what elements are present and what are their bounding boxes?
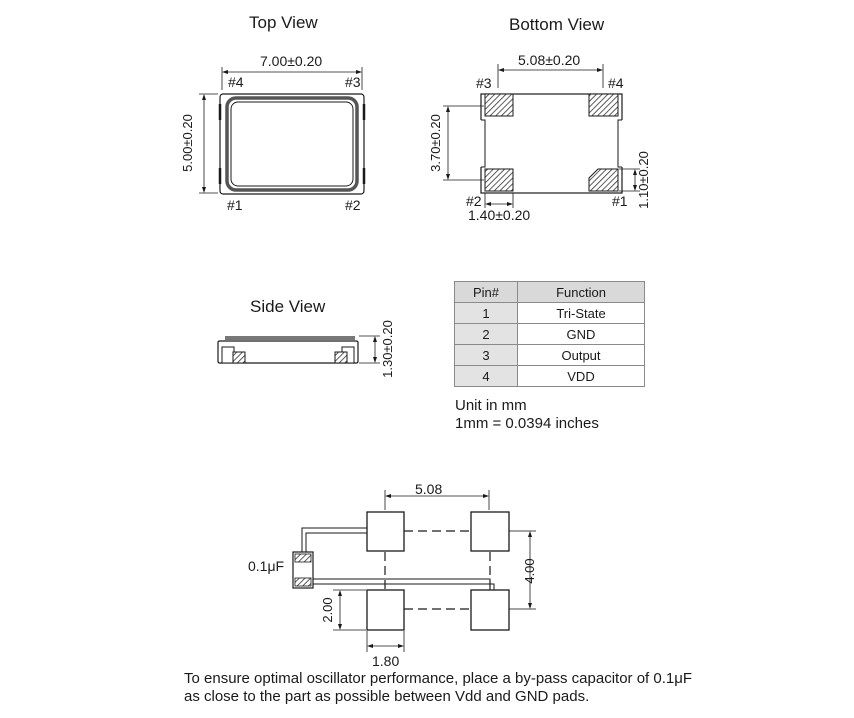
pin-cell: 1 — [454, 302, 518, 324]
function-cell: Tri-State — [517, 302, 645, 324]
side-height-dimension: 1.30±0.20 — [380, 320, 395, 378]
table-row: 3 Output — [454, 344, 645, 366]
pin-cell: 3 — [454, 344, 518, 366]
pin-cell: 4 — [454, 365, 518, 387]
top-pin-4-label: #4 — [228, 74, 244, 90]
function-cell: VDD — [517, 365, 645, 387]
bottom-pin-4-label: #4 — [608, 75, 624, 91]
table-row: 4 VDD — [454, 365, 645, 387]
bottom-pad-height-dimension: 1.10±0.20 — [636, 151, 651, 209]
footnote-line-2: as close to the part as possible between… — [184, 688, 590, 705]
table-header-row: Pin# Function — [454, 281, 645, 303]
table-row: 2 GND — [454, 323, 645, 345]
top-pin-1-label: #1 — [227, 197, 243, 213]
header-function: Function — [517, 281, 645, 303]
unit-note: Unit in mm — [455, 397, 527, 414]
side-view-drawing — [217, 335, 380, 364]
top-width-dimension: 7.00±0.20 — [260, 53, 323, 69]
bottom-pin-1-label: #1 — [612, 193, 628, 209]
pin-cell: 2 — [454, 323, 518, 345]
bottom-pad-span-dimension: 3.70±0.20 — [428, 114, 443, 172]
top-view-title: Top View — [249, 13, 318, 32]
land-pad-height-dimension: 2.00 — [320, 597, 335, 623]
bottom-view-drawing — [443, 64, 640, 208]
top-pin-3-label: #3 — [345, 74, 361, 90]
bottom-pad-width-dimension: 1.40±0.20 — [468, 207, 531, 223]
footnote-line-1: To ensure optimal oscillator performance… — [184, 670, 693, 687]
land-span-dimension: 4.00 — [522, 558, 537, 584]
capacitor-label: 0.1μF — [248, 558, 285, 574]
unit-conversion-note: 1mm = 0.0394 inches — [455, 415, 599, 432]
bottom-view-title: Bottom View — [509, 15, 605, 34]
top-pin-2-label: #2 — [345, 197, 361, 213]
pin-function-table: Pin# Function 1 Tri-State 2 GND 3 Output… — [454, 281, 645, 387]
side-view-title: Side View — [250, 297, 326, 316]
function-cell: Output — [517, 344, 645, 366]
bottom-pitch-dimension: 5.08±0.20 — [518, 52, 581, 68]
bottom-pin-2-label: #2 — [466, 193, 482, 209]
function-cell: GND — [517, 323, 645, 345]
bottom-pin-3-label: #3 — [476, 75, 492, 91]
land-pattern-drawing — [292, 490, 536, 652]
top-view-drawing — [199, 67, 366, 195]
top-height-dimension: 5.00±0.20 — [180, 114, 195, 172]
land-pad-width-dimension: 1.80 — [372, 653, 400, 669]
table-row: 1 Tri-State — [454, 302, 645, 324]
header-pin: Pin# — [454, 281, 518, 303]
land-pitch-dimension: 5.08 — [415, 481, 443, 497]
